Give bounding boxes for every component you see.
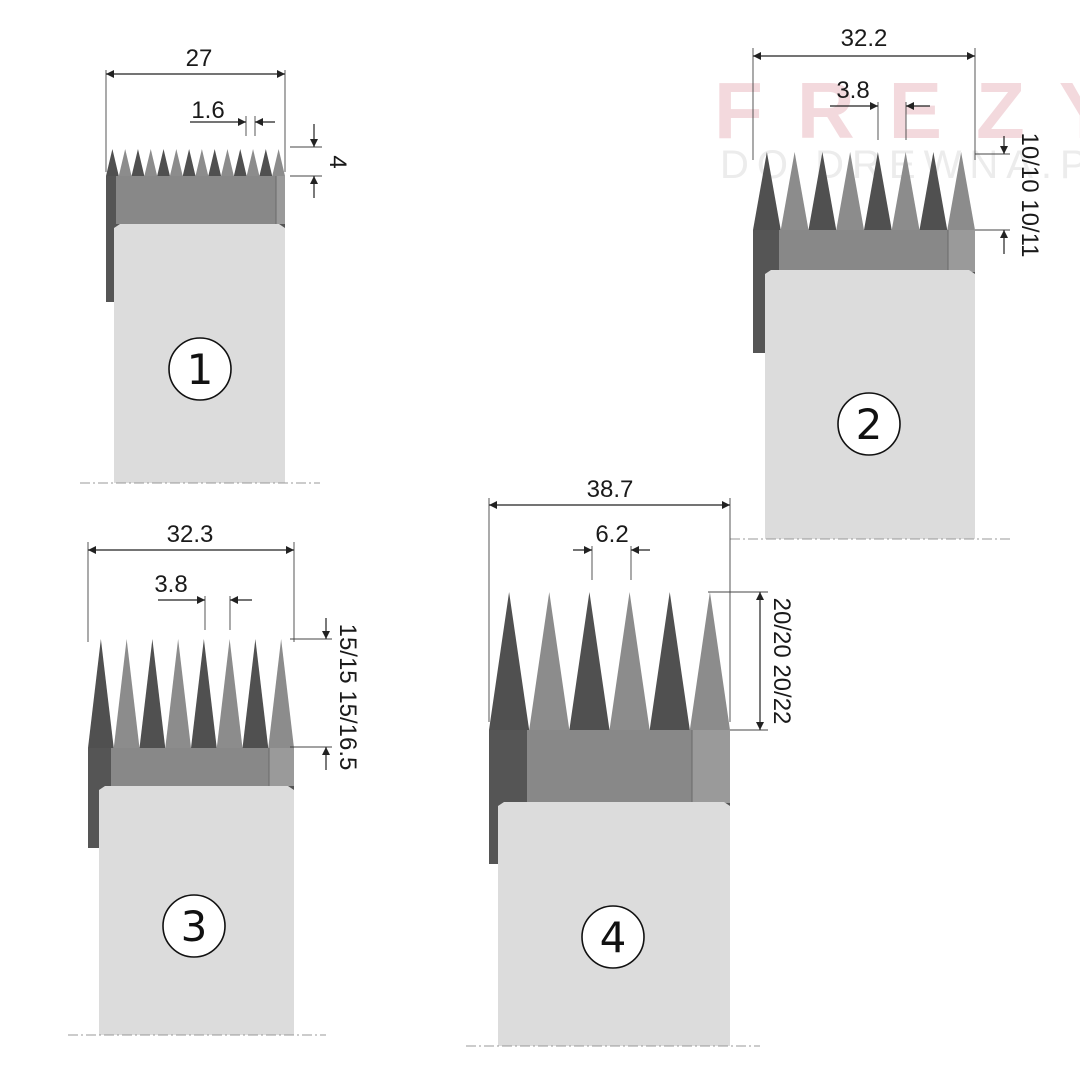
cutter-tooth [268, 639, 294, 748]
figure-number: 4 [600, 913, 627, 962]
figure-number-circle [168, 337, 232, 401]
figure-number: 3 [181, 902, 208, 951]
cutter-tooth [569, 592, 610, 730]
cutter-profile-4 [489, 592, 730, 1046]
pitch-label: 3.8 [154, 571, 187, 598]
figure-number: 1 [187, 345, 214, 394]
cutter-tooth [242, 639, 269, 748]
cutter-tooth [808, 152, 837, 230]
cutter-tooth [88, 639, 114, 748]
tooth-band [779, 230, 948, 272]
tooth-height-label: 20/20 20/22 [768, 598, 795, 725]
tooth-band-edge [692, 730, 730, 803]
figure-4-dimensions: 38.7 6.2 20/20 20/22 4 [466, 476, 795, 1047]
cutter-tooth [689, 592, 730, 730]
cutter-tooth [131, 149, 145, 176]
figure-2-dimensions: 32.2 3.8 10/10 10/11 2 [730, 25, 1043, 540]
cutter-tooth [609, 592, 650, 730]
cutter-tooth [836, 152, 864, 230]
cutter-tooth [118, 149, 132, 176]
cutter-tooth [489, 592, 530, 730]
cutter-tooth [529, 592, 570, 730]
tooth-band [116, 176, 276, 224]
cutter-profile-2 [753, 152, 975, 539]
cutter-tooth [864, 152, 892, 230]
tooth-height-label: 10/10 10/11 [1016, 132, 1043, 257]
overall-width-label: 32.2 [841, 25, 888, 52]
cutter-tooth [259, 149, 273, 176]
cutter-tooth [233, 149, 247, 176]
cutter-tooth [139, 639, 166, 748]
cutter-tooth [919, 152, 948, 230]
overall-width-label: 38.7 [587, 476, 634, 503]
figure-number: 2 [856, 400, 883, 449]
tooth-band [111, 748, 269, 786]
cutter-tooth [165, 639, 191, 748]
cutter-tooth [157, 149, 170, 176]
figure-1-dimensions: 27 1.6 4 1 [80, 45, 351, 484]
tooth-band-edge [276, 176, 285, 224]
cutter-tooth [208, 149, 222, 176]
pitch-label: 3.8 [836, 77, 869, 104]
overall-width-label: 32.3 [167, 521, 214, 548]
figure-number-circle [837, 392, 901, 456]
cutter-tooth [649, 592, 690, 730]
figure-number-circle [162, 894, 226, 958]
tooth-band-edge [948, 230, 975, 272]
watermark: FREZY DO DREWNA.PL [714, 66, 1080, 187]
tooth-height-label: 4 [324, 155, 351, 168]
cutter-tooth [947, 152, 975, 230]
cutter-tooth [106, 149, 119, 176]
cutter-tooth [216, 639, 243, 748]
tooth-band-edge [269, 748, 294, 786]
figure-3-dimensions: 32.3 3.8 15/15 15/16.5 3 [68, 521, 361, 1036]
cutter-profile-3 [88, 639, 294, 1035]
cutter-tooth [891, 152, 920, 230]
watermark-brand: FREZY [714, 66, 1080, 155]
cutter-tooth [113, 639, 140, 748]
cutter-tooth [195, 149, 209, 176]
tooth-height-label: 15/15 15/16.5 [334, 624, 361, 771]
cutter-tooth [272, 149, 285, 176]
overall-width-label: 27 [186, 45, 213, 72]
cutter-tooth [169, 149, 183, 176]
cutter-tooth [182, 149, 196, 176]
cutter-tooth [246, 149, 260, 176]
figure-number-circle [581, 905, 645, 969]
watermark-domain: DO DREWNA.PL [720, 143, 1080, 187]
pitch-label: 6.2 [595, 521, 628, 548]
cutter-tooth [191, 639, 217, 748]
cutter-tooth [780, 152, 809, 230]
cutter-profile-1 [106, 149, 285, 483]
tooth-band [527, 730, 692, 803]
cutter-tooth [753, 152, 781, 230]
cutter-tooth [144, 149, 158, 176]
cutter-tooth [221, 149, 234, 176]
pitch-label: 1.6 [191, 97, 224, 124]
